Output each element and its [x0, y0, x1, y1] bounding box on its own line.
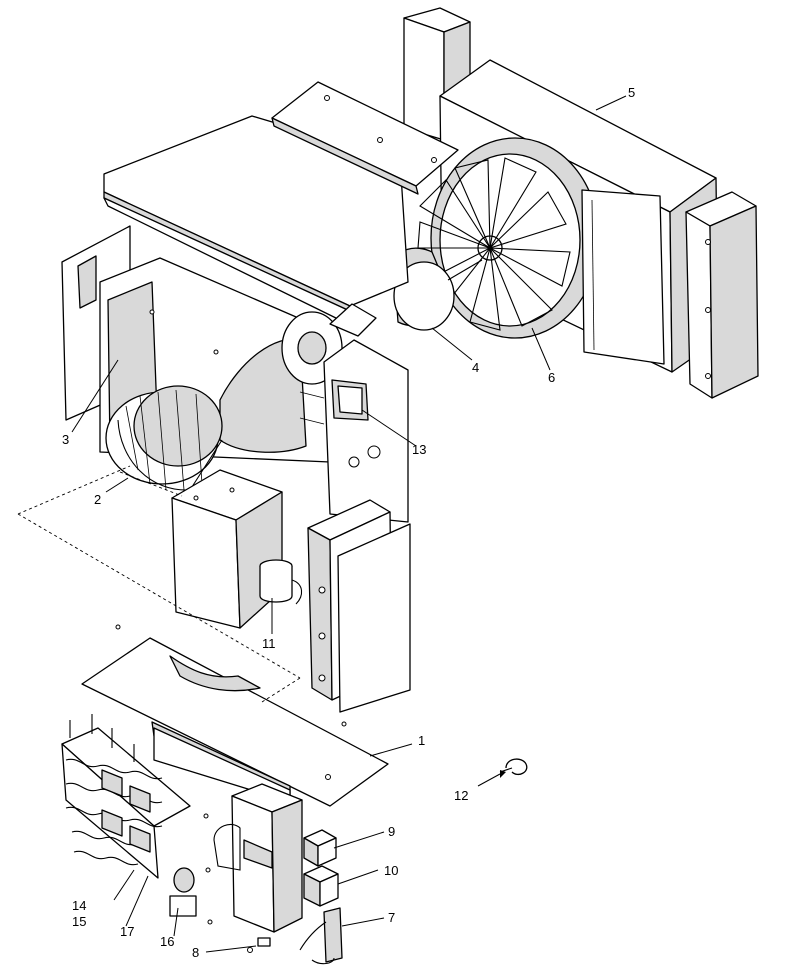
callout-10: 10 — [384, 863, 398, 878]
control-box-bracket — [171, 469, 283, 629]
callout-4: 4 — [472, 360, 479, 375]
callout-7: 7 — [388, 910, 395, 925]
top-cover-panel — [103, 115, 409, 321]
callout-labels: 1 2 3 4 5 6 7 8 9 10 11 12 13 14 15 16 1… — [62, 85, 635, 960]
base-pan — [81, 624, 389, 807]
alignment-lines — [17, 465, 301, 703]
callout-17: 17 — [120, 924, 134, 939]
callout-6: 6 — [548, 370, 555, 385]
callout-15: 15 — [72, 914, 86, 929]
fan-motor — [393, 247, 483, 331]
callout-3: 3 — [62, 432, 69, 447]
heater-assembly — [61, 714, 191, 879]
front-service-panel — [299, 339, 409, 523]
control-board-bracket — [203, 783, 303, 933]
callout-16: 16 — [160, 934, 174, 949]
right-access-panels — [307, 499, 411, 713]
limit-switch — [169, 867, 197, 917]
sensor-harness — [299, 907, 343, 965]
callout-11: 11 — [262, 636, 276, 651]
callout-8: 8 — [192, 945, 199, 960]
callout-12: 12 — [454, 788, 468, 803]
top-mounting-bracket — [271, 81, 459, 195]
callout-1: 1 — [418, 733, 425, 748]
callout-2: 2 — [94, 492, 101, 507]
relay-10 — [303, 865, 339, 907]
callout-14: 14 — [72, 898, 86, 913]
capacitor — [259, 559, 303, 605]
callout-5: 5 — [628, 85, 635, 100]
relay-9 — [303, 829, 337, 867]
callout-13: 13 — [412, 442, 426, 457]
condenser-housing — [403, 7, 759, 399]
callout-9: 9 — [388, 824, 395, 839]
leader-lines — [71, 95, 627, 953]
mounting-screw — [247, 937, 271, 953]
